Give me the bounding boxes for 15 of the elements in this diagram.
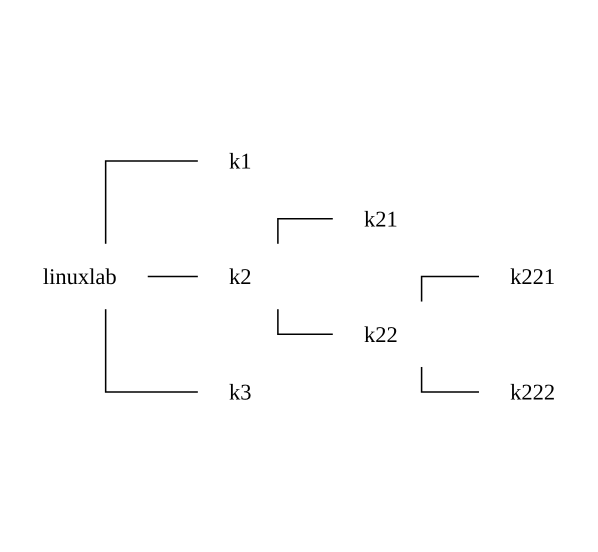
node-text: k2 bbox=[229, 263, 252, 289]
node-text: k1 bbox=[229, 148, 252, 174]
connector bbox=[420, 366, 480, 392]
connector bbox=[104, 160, 198, 244]
node-text: k221 bbox=[510, 263, 556, 289]
connector bbox=[277, 217, 334, 244]
connector bbox=[104, 308, 198, 392]
node-text: k21 bbox=[364, 205, 398, 232]
node-text: k222 bbox=[510, 378, 556, 404]
node-text: linuxlab bbox=[42, 263, 117, 289]
connector bbox=[420, 275, 480, 302]
node-text: k3 bbox=[229, 378, 252, 404]
node-text: k22 bbox=[364, 320, 398, 347]
connector bbox=[146, 275, 198, 277]
connector bbox=[277, 308, 334, 335]
